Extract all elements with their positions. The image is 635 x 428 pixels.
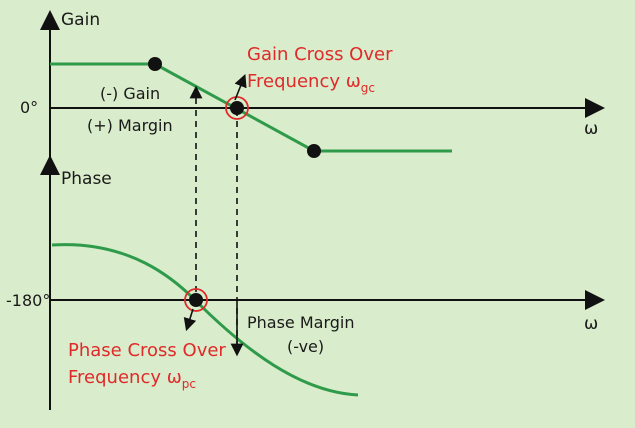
gain-axis-label: Gain — [61, 10, 100, 30]
gain-crossover-label-main: Frequency ω — [247, 71, 361, 92]
phase-margin-label-1: Phase Margin — [247, 313, 355, 332]
omega-gain-label: ω — [584, 119, 598, 139]
gain-margin-label-1: (-) Gain — [100, 84, 160, 103]
phase-crossover-label-main: Frequency ω — [68, 367, 182, 388]
gain-crossover-subscript: gc — [361, 81, 375, 95]
phase-crossover-label-1: Phase Cross Over — [68, 340, 226, 361]
gain-crossover-pointer — [234, 74, 247, 101]
gain-crossover-label-1: Gain Cross Over — [247, 44, 393, 65]
gain-margin-label-2: (+) Margin — [87, 116, 173, 135]
phase-axis-label: Phase — [61, 169, 112, 189]
minus180-deg-label: -180° — [6, 291, 50, 310]
omega-phase-label: ω — [584, 314, 598, 334]
gain-axes — [40, 10, 605, 160]
phase-axes — [40, 155, 605, 410]
phase-crossover-pointer — [183, 308, 197, 332]
gain-breakpoint-1 — [148, 57, 162, 71]
gain-breakpoint-2 — [307, 144, 321, 158]
phase-crossover-label-2: Frequency ωpc — [68, 367, 196, 391]
phase-crossover-subscript: pc — [182, 377, 196, 391]
zero-deg-label: 0° — [20, 98, 38, 117]
phase-crossover-point — [184, 288, 208, 312]
gain-crossover-label-2: Frequency ωgc — [247, 71, 375, 95]
phase-margin-label-2: (-ve) — [287, 337, 324, 356]
